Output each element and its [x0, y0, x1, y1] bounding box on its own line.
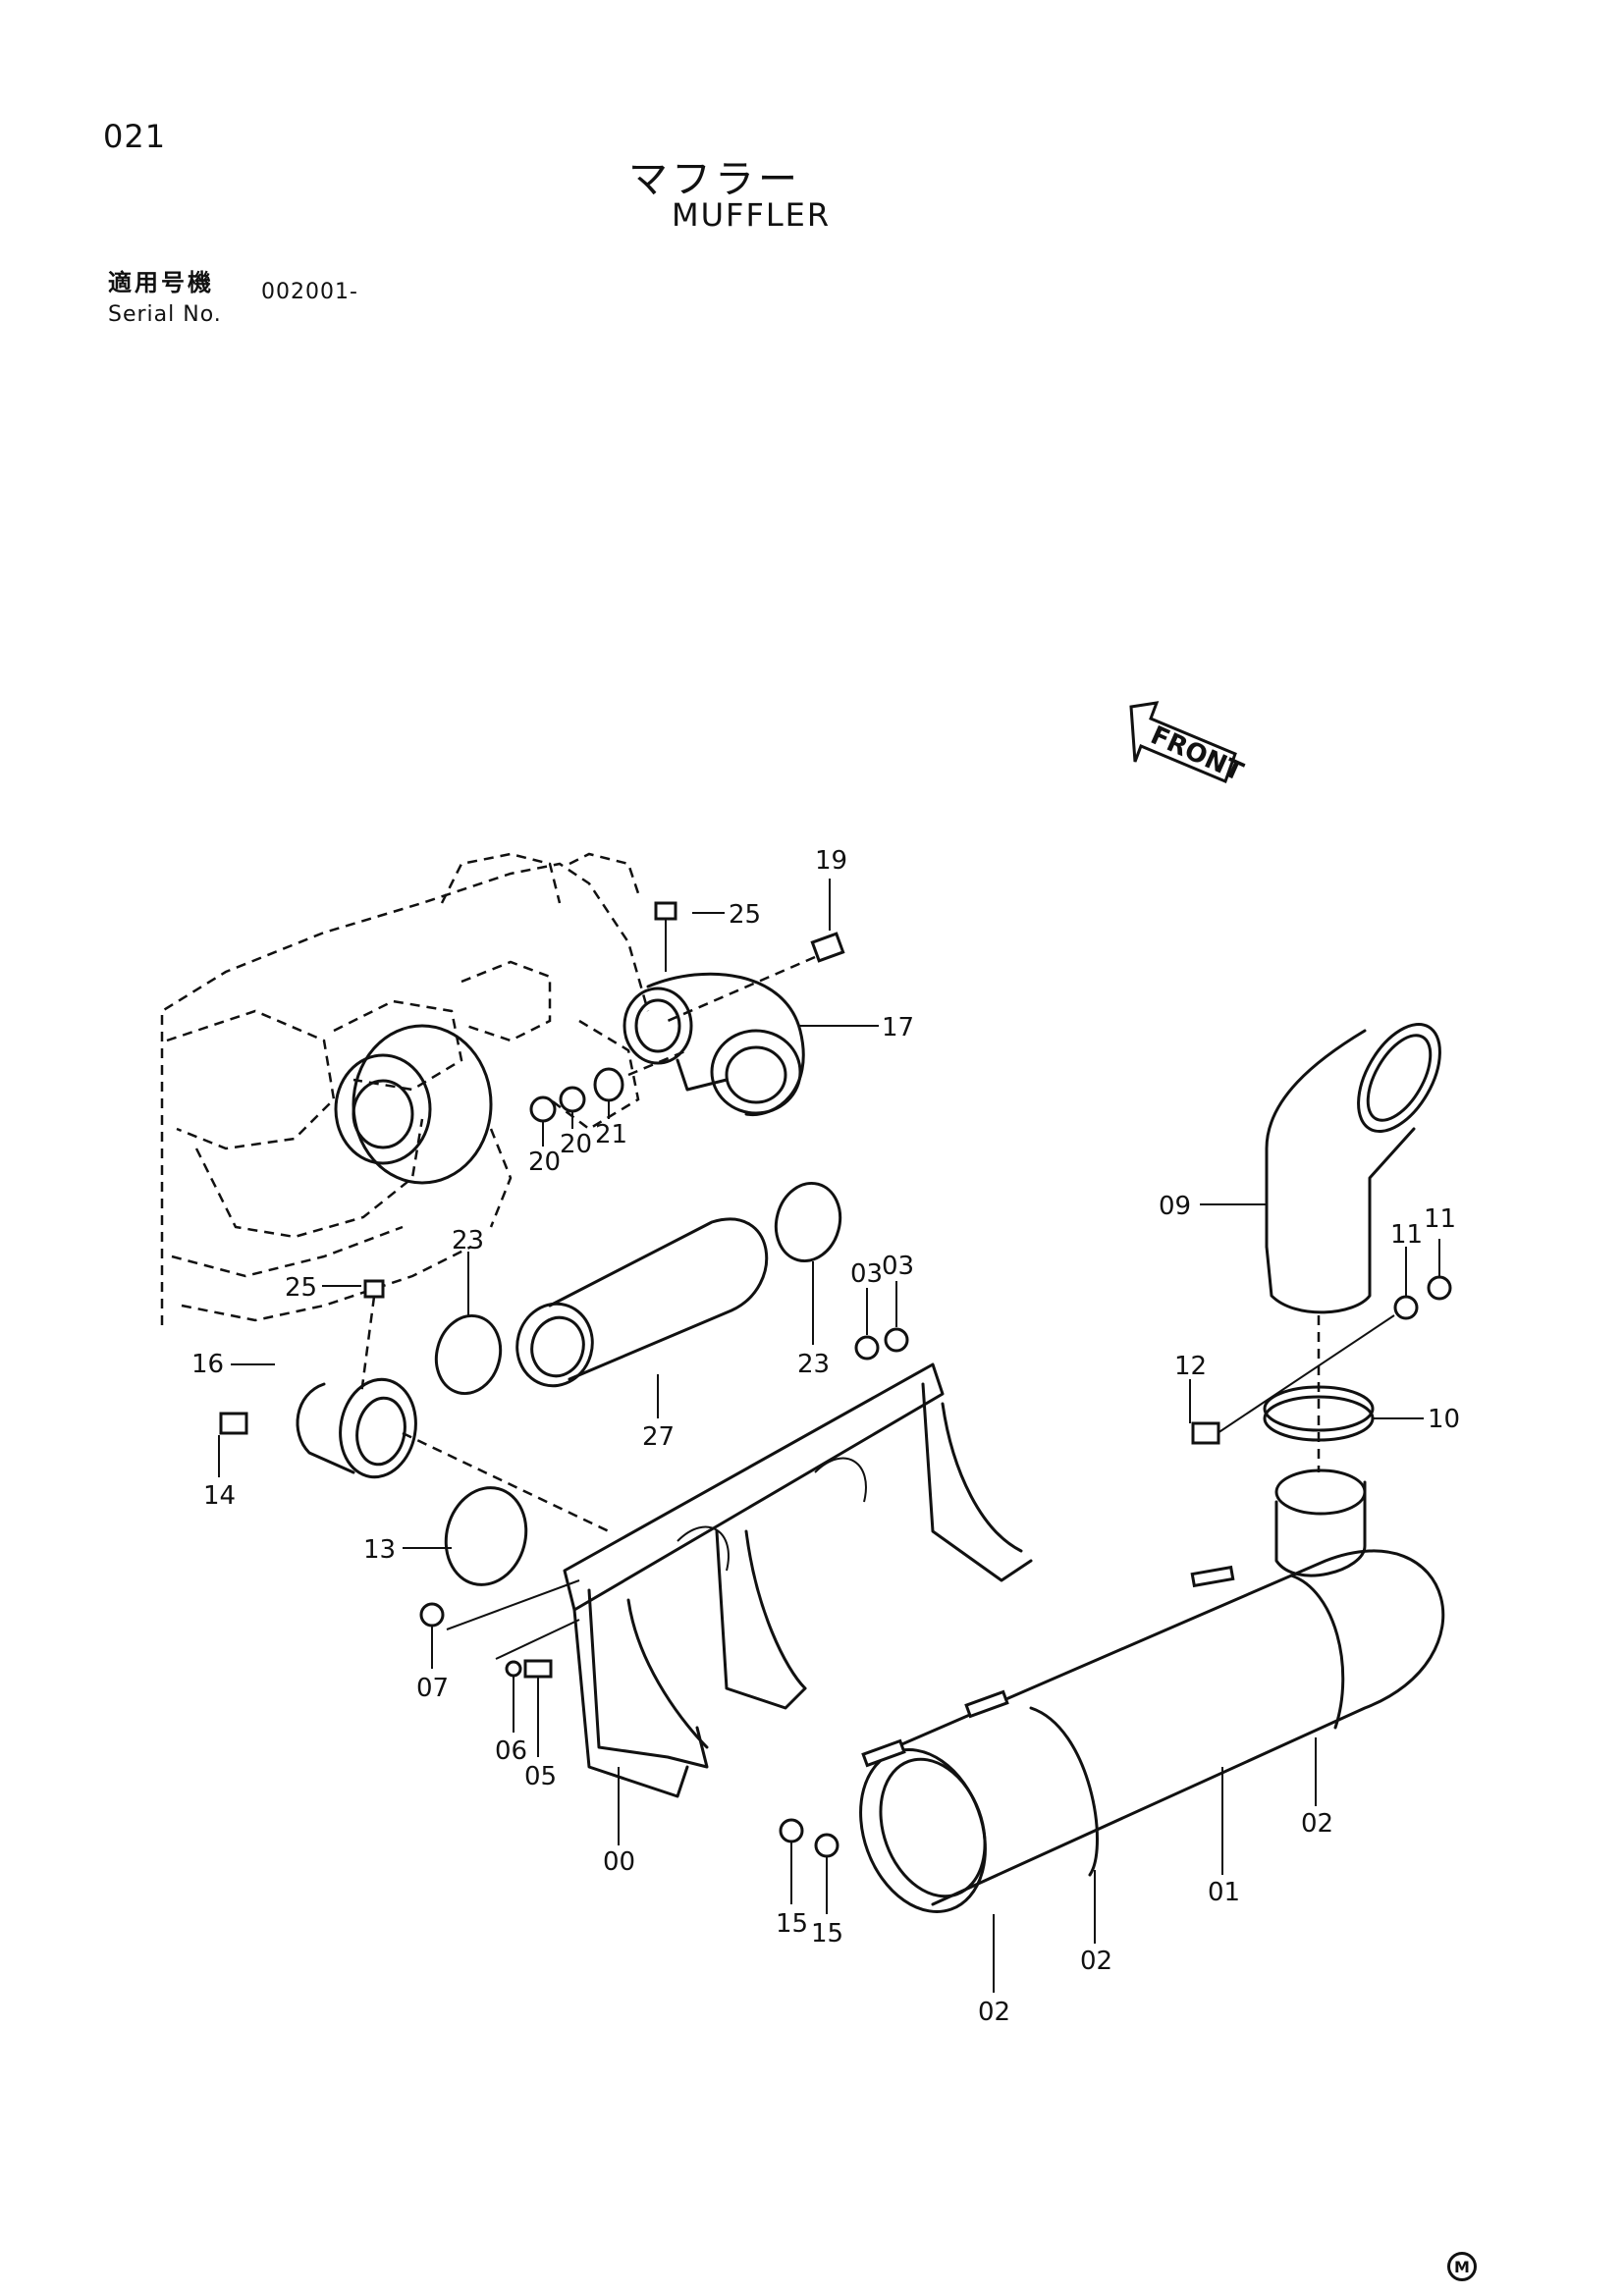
- label-09: 09: [1159, 1192, 1191, 1221]
- bolt-14: [219, 1412, 248, 1435]
- label-10: 10: [1428, 1405, 1460, 1434]
- elbow-pipe: [623, 901, 845, 1117]
- footer-mark: M: [1447, 2252, 1477, 2281]
- label-19: 19: [815, 846, 847, 876]
- page-title: MUFFLER: [672, 196, 832, 234]
- seal-rings: [434, 1181, 842, 1396]
- stud: [1190, 1565, 1235, 1588]
- engine-outline: [160, 852, 650, 1325]
- label-03: 03: [882, 1252, 914, 1281]
- label-17: 17: [882, 1013, 914, 1042]
- page-number: 021: [103, 118, 167, 155]
- label-21: 21: [595, 1120, 627, 1149]
- label-13: 13: [363, 1535, 396, 1565]
- label-03: 03: [850, 1259, 883, 1289]
- label-27: 27: [642, 1422, 675, 1452]
- label-23: 23: [797, 1350, 830, 1379]
- label-05: 05: [524, 1762, 557, 1791]
- muffler-bracket: [563, 1362, 1033, 1798]
- label-12: 12: [1174, 1352, 1207, 1381]
- label-25: 25: [729, 900, 761, 930]
- flange-elbow: [219, 1279, 610, 1586]
- bolt-12: [1191, 1421, 1220, 1445]
- label-02: 02: [1301, 1809, 1333, 1839]
- bolt-25-lower: [363, 1279, 385, 1299]
- label-00: 00: [603, 1847, 635, 1877]
- callout-labels: 25 19 17 20 20 21 23 23 27 03 03 25 16 1…: [191, 846, 1460, 2027]
- label-20: 20: [560, 1130, 592, 1159]
- page-title-japanese: マフラー: [628, 157, 801, 202]
- stud: [861, 1738, 906, 1768]
- label-15: 15: [776, 1909, 808, 1939]
- front-arrow-icon: FRONT: [1129, 701, 1248, 787]
- label-20: 20: [528, 1148, 561, 1177]
- serial-value: 002001-: [261, 280, 358, 304]
- leader-lines: [218, 879, 1440, 1993]
- label-06: 06: [495, 1736, 527, 1766]
- exhaust-stack: [1191, 1022, 1452, 1472]
- front-arrow-label: FRONT: [1146, 721, 1247, 787]
- hardware: [419, 1327, 909, 1858]
- label-23: 23: [452, 1226, 484, 1255]
- label-25: 25: [285, 1273, 317, 1303]
- bolt-05: [523, 1659, 553, 1679]
- label-14: 14: [203, 1481, 236, 1511]
- label-11: 11: [1390, 1220, 1423, 1250]
- label-07: 07: [416, 1674, 449, 1703]
- label-02: 02: [1080, 1947, 1112, 1976]
- label-15: 15: [811, 1919, 843, 1949]
- serial-label-japanese: 適用号機: [108, 269, 214, 296]
- bolt-25-head: [654, 901, 677, 921]
- muffler-body: [859, 1468, 1445, 1913]
- label-01: 01: [1208, 1878, 1240, 1907]
- stud: [964, 1689, 1009, 1719]
- connecting-tube: [515, 1217, 769, 1388]
- label-16: 16: [191, 1350, 224, 1379]
- serial-label: Serial No.: [108, 302, 222, 327]
- label-02: 02: [978, 1998, 1010, 2027]
- bolt-19: [810, 932, 845, 963]
- label-11: 11: [1424, 1204, 1456, 1234]
